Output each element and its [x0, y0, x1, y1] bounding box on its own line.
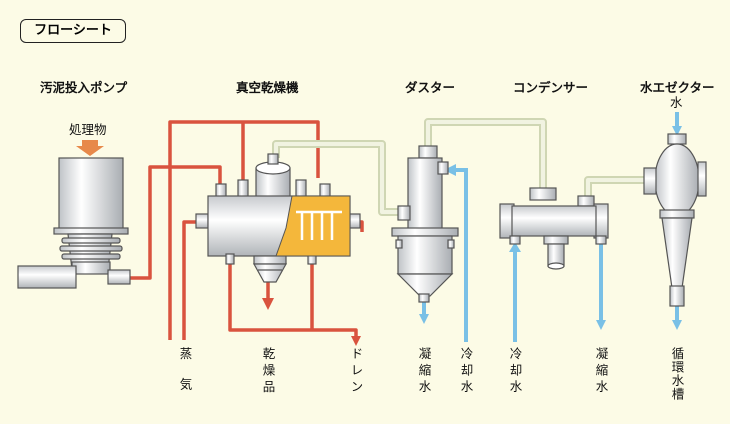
cooling-water-in-arrow	[444, 164, 456, 176]
vapor-lines-inner	[274, 120, 655, 214]
label-condenser: コンデンサー	[513, 80, 589, 95]
circulation-arrow	[672, 320, 682, 330]
flow-arrowheads-red	[262, 298, 361, 346]
duster-condensate-arrow	[419, 314, 429, 324]
label-steam: 蒸気	[177, 347, 193, 408]
cooling-water-in-arrow-2	[509, 242, 521, 252]
condenser-condensate-arrow	[596, 320, 606, 330]
label-dried-product: 乾燥品	[260, 347, 276, 397]
water-in-arrow	[672, 126, 682, 136]
label-duster: ダスター	[405, 80, 456, 95]
product-outlet-arrow	[262, 298, 274, 310]
label-vacuum-dryer: 真空乾燥機	[236, 80, 299, 95]
label-condenser-condensate: 凝縮水	[593, 347, 609, 397]
feed-arrow	[76, 140, 104, 156]
duster	[391, 145, 459, 303]
label-sludge-pump: 汚泥投入ポンプ	[40, 80, 128, 95]
label-duster-cooling-water: 冷却水	[458, 347, 474, 397]
sludge-pump	[17, 157, 131, 289]
label-water-in: 水	[670, 95, 683, 110]
condenser	[499, 187, 609, 270]
sheet-title: フローシート	[20, 19, 126, 43]
water-ejector	[643, 133, 707, 307]
steam-lines	[128, 120, 364, 340]
drain-arrow	[351, 336, 361, 346]
label-duster-condensate: 凝縮水	[416, 347, 432, 397]
label-circulation-tank: 循環水槽	[669, 347, 685, 401]
label-drain: ドレン	[348, 347, 364, 397]
label-condenser-cooling-water: 冷却水	[507, 347, 523, 397]
water-arrowheads	[419, 126, 682, 330]
dryer-heating-tubes	[296, 210, 342, 240]
label-feed: 処理物	[69, 122, 107, 137]
label-water-ejector: 水エゼクター	[640, 80, 715, 95]
